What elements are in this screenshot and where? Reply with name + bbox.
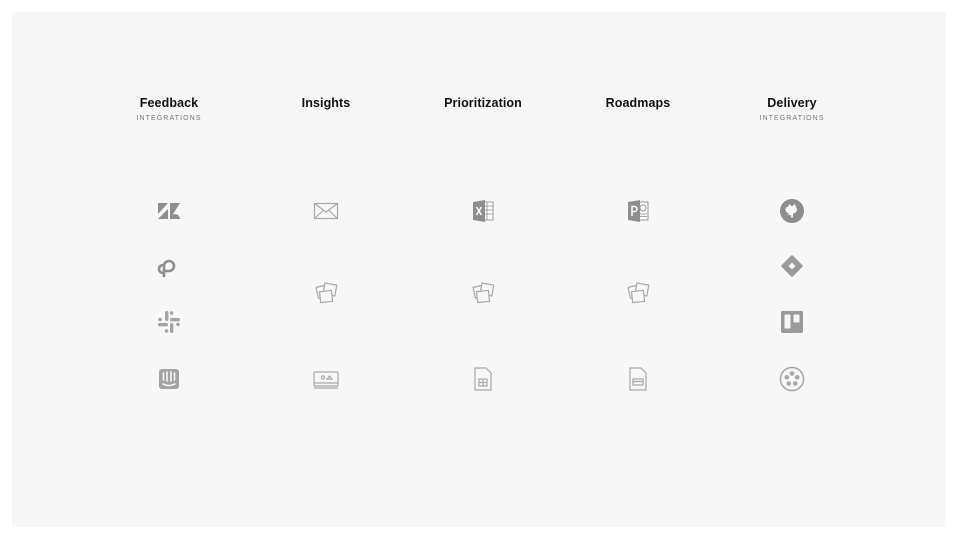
column-title: Roadmaps xyxy=(605,96,671,110)
column-title: Prioritization xyxy=(444,96,522,110)
productboard-loop-icon xyxy=(154,251,184,281)
zendesk-icon xyxy=(154,196,184,226)
email-icon xyxy=(311,196,341,226)
pivotal-tracker-icon xyxy=(777,364,807,394)
integrations-panel: Feedback INTEGRATIONS xyxy=(12,12,946,527)
column-subtitle: INTEGRATIONS xyxy=(136,115,202,122)
github-icon xyxy=(777,196,807,226)
column-delivery: Delivery INTEGRATIONS xyxy=(722,12,862,527)
excel-icon xyxy=(468,196,498,226)
column-subtitle: INTEGRATIONS xyxy=(759,115,825,122)
powerpoint-icon xyxy=(623,196,653,226)
column-title: Feedback xyxy=(139,96,199,110)
column-prioritization: Prioritization xyxy=(413,12,553,527)
column-feedback: Feedback INTEGRATIONS xyxy=(99,12,239,527)
sheet-document-icon xyxy=(468,364,498,394)
photos-icon xyxy=(311,278,341,308)
jira-icon xyxy=(777,251,807,281)
intercom-icon xyxy=(154,364,184,394)
trello-icon xyxy=(777,307,807,337)
slide-document-icon xyxy=(623,364,653,394)
column-title: Delivery xyxy=(767,96,817,110)
slack-icon xyxy=(154,307,184,337)
photos-icon xyxy=(623,278,653,308)
column-roadmaps: Roadmaps xyxy=(568,12,708,527)
photos-icon xyxy=(468,278,498,308)
column-insights: Insights xyxy=(256,12,396,527)
browser-window-icon xyxy=(311,364,341,394)
column-title: Insights xyxy=(301,96,351,110)
